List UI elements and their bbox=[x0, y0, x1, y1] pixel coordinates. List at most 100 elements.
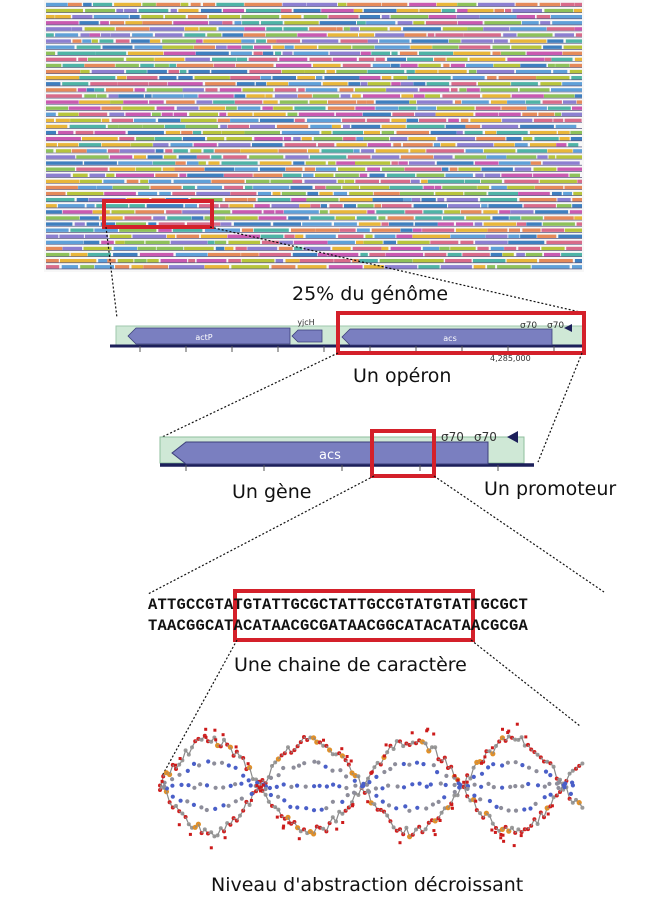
genome-gene-block bbox=[144, 94, 152, 98]
base-atom bbox=[291, 765, 296, 770]
genome-gene-block bbox=[68, 2, 82, 7]
genome-gene-block bbox=[466, 216, 491, 220]
genome-gene-block bbox=[46, 88, 77, 92]
genome-gene-block bbox=[441, 8, 456, 13]
base-atom bbox=[274, 784, 279, 790]
acs-gene-label-small: acs bbox=[443, 334, 456, 343]
genome-gene-block bbox=[243, 33, 266, 37]
genome-gene-block bbox=[265, 33, 297, 37]
genome-gene-block bbox=[230, 118, 259, 123]
genome-gene-block bbox=[342, 185, 360, 190]
genome-gene-block bbox=[96, 185, 113, 190]
genome-gene-block bbox=[55, 33, 79, 37]
genome-gene-block bbox=[401, 94, 414, 98]
genome-gene-block bbox=[203, 149, 214, 153]
base-atom bbox=[353, 783, 358, 788]
genome-gene-block bbox=[196, 155, 210, 159]
genome-gene-block bbox=[351, 124, 381, 129]
genome-gene-block bbox=[349, 191, 373, 196]
genome-gene-block bbox=[393, 143, 402, 147]
base-atom bbox=[177, 772, 182, 777]
genome-gene-block bbox=[170, 143, 193, 147]
genome-gene-block bbox=[305, 161, 326, 165]
genome-gene-block bbox=[145, 240, 170, 245]
genome-gene-block bbox=[126, 69, 147, 74]
genome-gene-block bbox=[445, 259, 472, 263]
genome-gene-block bbox=[340, 39, 368, 43]
genome-gene-block bbox=[57, 51, 95, 55]
base-atom bbox=[233, 782, 238, 787]
genome-gene-block bbox=[490, 252, 503, 257]
base-atom bbox=[316, 760, 321, 765]
genome-gene-block bbox=[284, 143, 317, 147]
genome-gene-block bbox=[235, 63, 274, 68]
genome-gene-block bbox=[313, 63, 341, 68]
genome-gene-block bbox=[534, 137, 559, 141]
base-atom bbox=[226, 803, 231, 808]
oxygen-atom bbox=[384, 743, 388, 747]
backbone-atom bbox=[285, 814, 291, 821]
genome-gene-block bbox=[335, 216, 355, 220]
genome-gene-block bbox=[293, 137, 301, 141]
genome-gene-block bbox=[160, 259, 188, 263]
genome-gene-block bbox=[134, 45, 163, 49]
genome-gene-block bbox=[211, 210, 231, 214]
oxygen-atom bbox=[351, 804, 354, 808]
genome-gene-block bbox=[434, 185, 442, 190]
genome-gene-block bbox=[261, 240, 280, 245]
backbone-atom bbox=[250, 777, 255, 781]
genome-gene-block bbox=[315, 167, 337, 171]
base-atom bbox=[407, 808, 412, 813]
genome-gene-block bbox=[555, 63, 570, 68]
genome-gene-block bbox=[164, 124, 186, 129]
base-atom bbox=[331, 782, 336, 787]
base-atom bbox=[479, 784, 484, 789]
genome-gene-block bbox=[485, 130, 497, 135]
genome-gene-block bbox=[539, 259, 573, 263]
base-atom bbox=[344, 785, 349, 791]
genome-gene-block bbox=[198, 94, 234, 98]
base-atom bbox=[289, 784, 294, 790]
genome-gene-block bbox=[423, 185, 435, 190]
genome-gene-block bbox=[172, 228, 203, 232]
genome-gene-block bbox=[146, 88, 183, 92]
genome-gene-block bbox=[142, 124, 165, 129]
base-atom bbox=[337, 784, 342, 789]
genome-gene-block bbox=[551, 88, 582, 92]
oxygen-atom bbox=[177, 823, 181, 827]
genome-gene-block bbox=[508, 234, 520, 238]
genome-gene-block bbox=[449, 167, 458, 171]
genome-gene-block bbox=[332, 57, 357, 62]
genome-gene-block bbox=[281, 191, 306, 196]
genome-gene-block bbox=[406, 124, 445, 129]
genome-gene-block bbox=[273, 222, 301, 226]
genome-gene-block bbox=[460, 118, 469, 123]
genome-gene-block bbox=[437, 137, 475, 141]
genome-gene-block bbox=[515, 2, 538, 7]
genome-gene-block bbox=[259, 161, 292, 165]
genome-gene-block bbox=[283, 27, 308, 31]
genome-gene-block bbox=[170, 240, 208, 245]
genome-gene-block bbox=[247, 246, 278, 251]
genome-gene-block bbox=[411, 198, 421, 202]
genome-gene-block bbox=[416, 100, 453, 104]
genome-gene-block bbox=[140, 179, 148, 184]
genome-gene-block bbox=[338, 2, 347, 7]
genome-gene-block bbox=[245, 185, 253, 190]
oxygen-atom bbox=[275, 815, 279, 819]
base-atom bbox=[554, 781, 560, 786]
oxygen-atom bbox=[519, 834, 523, 838]
genome-gene-block bbox=[155, 149, 164, 153]
genome-gene-block bbox=[88, 57, 124, 62]
genome-gene-block bbox=[162, 167, 175, 171]
base-atom bbox=[491, 785, 496, 790]
genome-gene-block bbox=[143, 265, 168, 269]
genome-gene-block bbox=[516, 15, 535, 19]
base-atom bbox=[185, 768, 190, 774]
genome-gene-block bbox=[115, 265, 130, 269]
genome-gene-block bbox=[416, 173, 445, 177]
genome-gene-block bbox=[131, 265, 143, 269]
genome-gene-block bbox=[363, 94, 400, 98]
base-atom bbox=[543, 769, 549, 774]
genome-gene-block bbox=[566, 246, 582, 251]
